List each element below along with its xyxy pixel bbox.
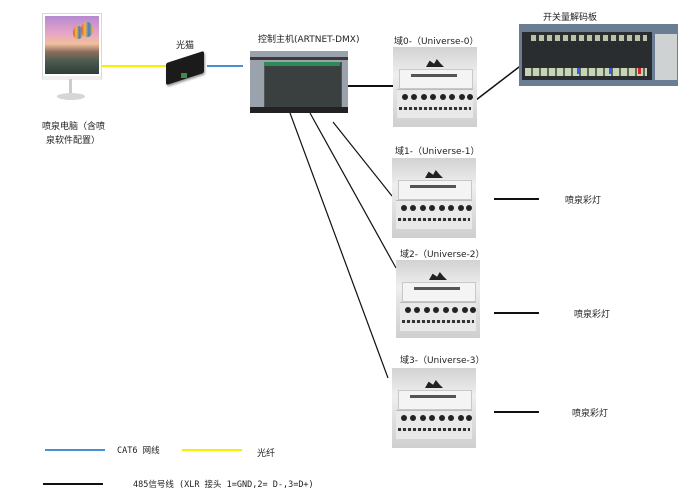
universe-2-node xyxy=(396,260,480,338)
fountain-light-label-2: 喷泉彩灯 xyxy=(574,310,611,320)
controller-node xyxy=(250,51,348,113)
universe-0-label: 域0-（Universe-0） xyxy=(394,37,479,47)
legend-fiber-swatch xyxy=(182,449,242,451)
decoder-board-node xyxy=(519,24,678,86)
legend-rs485-swatch xyxy=(43,483,103,485)
monitor-icon xyxy=(42,13,102,80)
universe-3-node xyxy=(392,368,476,448)
universe-0-node xyxy=(393,47,477,127)
dmx-splitter-icon xyxy=(429,272,447,280)
universe-3-label: 域3-（Universe-3） xyxy=(400,356,485,366)
fountain-light-label-1: 喷泉彩灯 xyxy=(565,196,602,206)
rs485-wire-controller-universe1 xyxy=(332,121,393,197)
universe-1-label: 域1-（Universe-1） xyxy=(395,147,480,157)
optical-modem-node xyxy=(162,50,208,86)
legend-cat6-swatch xyxy=(45,449,105,451)
rs485-wire-controller-universe3 xyxy=(289,112,389,379)
pc-label-line1: 喷泉电脑（含喷 xyxy=(42,122,106,132)
dmx-splitter-icon xyxy=(426,59,444,67)
rs485-wire-universe0-decoder xyxy=(475,63,524,101)
controller-icon xyxy=(264,62,342,108)
dmx-splitter-icon xyxy=(425,170,443,178)
universe-1-node xyxy=(392,158,476,238)
legend-rs485-label: 485信号线 (XLR 接头 1=GND,2= D-,3=D+) xyxy=(133,480,314,490)
fountain-pc-node xyxy=(42,13,102,101)
rs485-wire-controller-universe2 xyxy=(309,112,397,269)
legend-cat6-label: CAT6 网线 xyxy=(117,446,160,456)
legend-fiber-label: 光纤 xyxy=(257,449,276,459)
modem-label: 光猫 xyxy=(176,41,195,51)
dmx-splitter-icon xyxy=(425,380,443,388)
universe-2-label: 域2-（Universe-2） xyxy=(400,250,485,260)
pc-label-line2: 泉软件配置） xyxy=(46,136,101,146)
decoder-label: 开关量解码板 xyxy=(543,13,598,23)
optical-modem-icon xyxy=(166,50,204,86)
controller-label: 控制主机(ARTNET-DMX) xyxy=(258,35,360,45)
fountain-light-label-3: 喷泉彩灯 xyxy=(572,409,609,419)
